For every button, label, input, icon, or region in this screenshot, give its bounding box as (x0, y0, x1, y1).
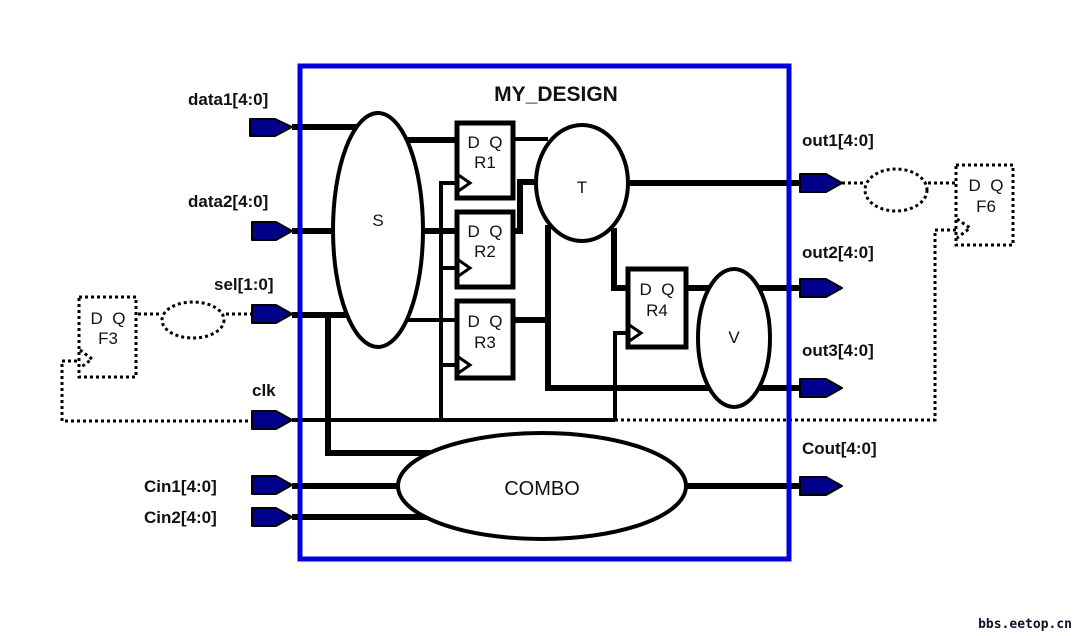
output-port-out3[interactable]: out3[4:0] (799, 341, 874, 398)
register-r4: D Q R4 (625, 266, 689, 350)
r2-pins: D Q (468, 222, 503, 241)
flop-f3-box (77, 295, 138, 379)
r1-pins: D Q (468, 133, 503, 152)
output-port-arrow-icon (799, 278, 843, 298)
logic-block-s: S (331, 111, 425, 349)
f3-label: F3 (98, 329, 118, 348)
input-port-data1[interactable]: data1[4:0] (188, 90, 293, 137)
f3-logic-cloud (160, 300, 226, 340)
input-port-arrow-icon (251, 221, 293, 241)
register-r2: D Q R2 (454, 209, 516, 290)
input-port-arrow-icon (251, 304, 293, 324)
logic-block-v: V (696, 267, 772, 409)
f6-pins: D Q (969, 176, 1004, 195)
r1-clock-pin-icon (456, 172, 473, 194)
input-label-sel: sel[1:0] (214, 275, 274, 294)
input-port-arrow-icon (249, 118, 293, 137)
f3-pins: D Q (91, 309, 126, 328)
wire-clk-r1 (439, 181, 457, 420)
f6-label: F6 (976, 197, 996, 216)
output-port-out1[interactable]: out1[4:0] (799, 131, 874, 193)
input-port-clk[interactable]: clk (251, 381, 293, 430)
output-label-cout: Cout[4:0] (802, 439, 877, 458)
input-port-cin2[interactable]: Cin2[4:0] (144, 507, 293, 527)
r2-clock-pin-icon (456, 257, 473, 279)
output-port-out2[interactable]: out2[4:0] (799, 243, 874, 298)
watermark: bbs.eetop.cn (978, 617, 1072, 632)
input-port-arrow-icon (251, 475, 293, 495)
r4-label: R4 (646, 301, 668, 320)
flop-f6-box (954, 163, 1015, 247)
logic-block-t-shape (534, 123, 630, 243)
r3-pins: D Q (468, 312, 503, 331)
r2-label: R2 (474, 242, 496, 261)
output-port-arrow-icon (799, 476, 843, 496)
wire-sel-to-combo (325, 315, 430, 456)
external-dotted-paths (60, 167, 958, 423)
logic-block-t-label: T (577, 178, 587, 197)
flop-f6: D Q F6 (954, 163, 1015, 247)
r3-clock-pin-icon (456, 354, 473, 376)
register-r3-box (454, 298, 516, 381)
output-label-out3: out3[4:0] (802, 341, 874, 360)
input-port-arrow-icon (251, 410, 293, 430)
output-port-cout[interactable]: Cout[4:0] (799, 439, 877, 496)
clk-to-f3-wire (60, 359, 254, 423)
output-port-arrow-icon (799, 173, 843, 193)
clk-to-f6-wire (615, 228, 958, 422)
r4-clock-pin-icon (627, 322, 644, 344)
logic-block-s-shape (331, 111, 425, 349)
r3-label: R3 (474, 333, 496, 352)
input-port-sel[interactable]: sel[1:0] (214, 275, 293, 324)
r1-label: R1 (474, 153, 496, 172)
input-label-cin2: Cin2[4:0] (144, 508, 217, 527)
module-title: MY_DESIGN (494, 83, 618, 106)
logic-block-v-shape (696, 267, 772, 409)
f6-clock-pin-icon (956, 217, 973, 240)
logic-block-combo: COMBO (396, 431, 688, 541)
register-r3: D Q R3 (454, 298, 516, 381)
logic-block-t: T (534, 123, 630, 243)
output-label-out1: out1[4:0] (802, 131, 874, 150)
register-r1: D Q R1 (454, 120, 516, 201)
flop-f3: D Q F3 (77, 295, 138, 379)
input-port-data2[interactable]: data2[4:0] (188, 192, 293, 241)
logic-block-s-label: S (372, 211, 383, 230)
input-port-cin1[interactable]: Cin1[4:0] (144, 475, 293, 496)
input-label-data2: data2[4:0] (188, 192, 268, 211)
input-port-arrow-icon (251, 507, 293, 527)
wire-t-r4 (611, 228, 628, 291)
wire-r2-t (512, 179, 540, 234)
output-port-arrow-icon (799, 378, 843, 398)
input-label-clk: clk (252, 381, 276, 400)
logic-block-v-label: V (728, 328, 740, 347)
register-r2-box (454, 209, 516, 290)
module-boundary (297, 63, 792, 562)
r4-pins: D Q (640, 280, 675, 299)
input-label-data1: data1[4:0] (188, 90, 268, 109)
logic-block-combo-shape (396, 431, 688, 541)
logic-block-combo-label: COMBO (504, 478, 580, 500)
f3-clock-pin-icon (79, 348, 95, 370)
input-label-cin1: Cin1[4:0] (144, 477, 217, 496)
f6-logic-cloud (863, 167, 929, 213)
output-label-out2: out2[4:0] (802, 243, 874, 262)
